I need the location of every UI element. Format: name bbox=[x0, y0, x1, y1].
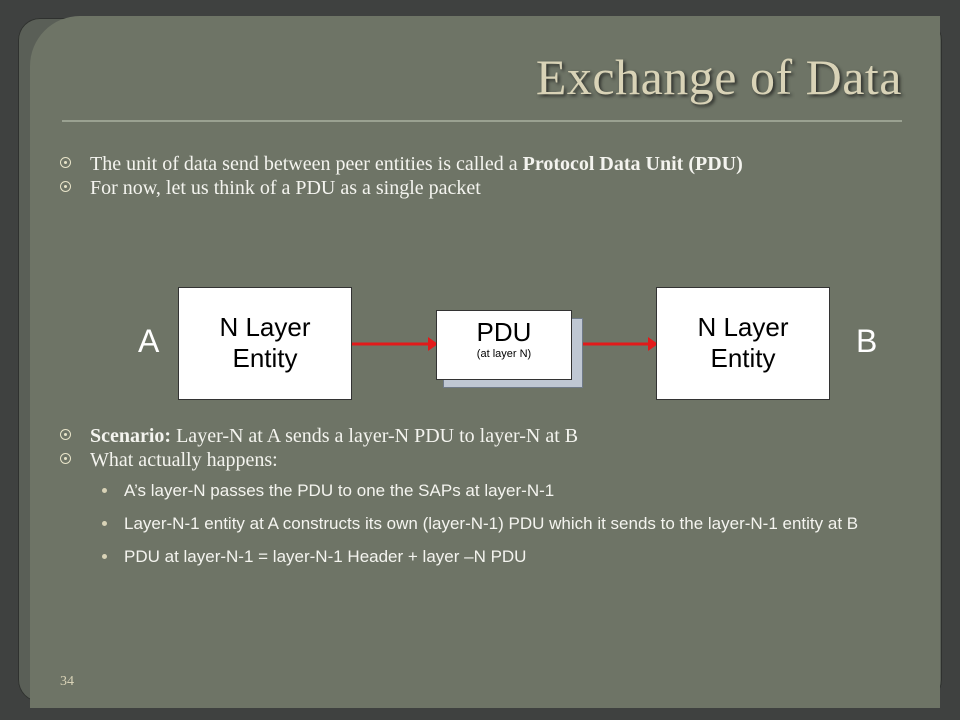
circle-bullet-icon bbox=[60, 429, 71, 440]
pdu-label: PDU bbox=[476, 317, 532, 347]
scenario-text: Layer-N at A sends a layer-N PDU to laye… bbox=[171, 425, 579, 447]
sub-bullet-item: A’s layer-N passes the PDU to one the SA… bbox=[90, 480, 890, 501]
arrow-pdu-to-b-head bbox=[648, 337, 658, 351]
sub-bullet-item: Layer-N-1 entity at A constructs its own… bbox=[90, 513, 890, 534]
title-divider bbox=[62, 120, 902, 122]
page-number: 34 bbox=[60, 674, 74, 689]
entity-b-line1: N Layer bbox=[697, 312, 789, 342]
bullet-bold-text: Protocol Data Unit (PDU) bbox=[522, 153, 743, 175]
entity-a-line1: N Layer bbox=[219, 312, 311, 342]
entity-label-b: B bbox=[856, 323, 878, 359]
n-layer-entity-b: N Layer Entity bbox=[656, 287, 830, 400]
scenario-bold: Scenario: bbox=[90, 425, 172, 447]
circle-bullet-icon bbox=[60, 181, 71, 192]
sub-bullet-text: Layer-N-1 entity at A constructs its own… bbox=[124, 514, 859, 533]
n-layer-entity-a: N Layer Entity bbox=[178, 287, 352, 400]
arrow-a-to-pdu-head bbox=[428, 337, 438, 351]
dot-bullet-icon bbox=[102, 488, 107, 493]
sub-bullet-text: PDU at layer-N-1 = layer-N-1 Header + la… bbox=[124, 547, 527, 566]
circle-bullet-icon bbox=[60, 453, 71, 464]
pdu-sublabel: (at layer N) bbox=[476, 348, 532, 360]
slide-title: Exchange of Data bbox=[535, 49, 902, 105]
dot-bullet-icon bbox=[102, 521, 107, 526]
sub-bullet-list: A’s layer-N passes the PDU to one the SA… bbox=[90, 480, 890, 567]
circle-bullet-icon bbox=[60, 157, 71, 168]
bullet-what-happens: What actually happens: A’s layer-N passe… bbox=[60, 448, 890, 567]
bullet-text: For now, let us think of a PDU as a sing… bbox=[90, 177, 481, 199]
top-bullet-list: The unit of data send between peer entit… bbox=[60, 152, 890, 200]
sub-bullet-item: PDU at layer-N-1 = layer-N-1 Header + la… bbox=[90, 546, 890, 567]
sub-bullet-text: A’s layer-N passes the PDU to one the SA… bbox=[124, 481, 555, 500]
dot-bullet-icon bbox=[102, 554, 107, 559]
bullet-single-packet: For now, let us think of a PDU as a sing… bbox=[60, 176, 890, 200]
entity-b-line2: Entity bbox=[710, 343, 776, 373]
pdu-box: PDU (at layer N) bbox=[436, 310, 572, 380]
what-happens-text: What actually happens: bbox=[90, 449, 278, 471]
bullet-text: The unit of data send between peer entit… bbox=[90, 153, 523, 175]
entity-a-line2: Entity bbox=[232, 343, 298, 373]
bullet-pdu-definition: The unit of data send between peer entit… bbox=[60, 152, 890, 176]
bullet-scenario: Scenario: Layer-N at A sends a layer-N P… bbox=[60, 424, 890, 448]
entity-label-a: A bbox=[138, 323, 160, 359]
bottom-bullet-list: Scenario: Layer-N at A sends a layer-N P… bbox=[60, 424, 890, 579]
